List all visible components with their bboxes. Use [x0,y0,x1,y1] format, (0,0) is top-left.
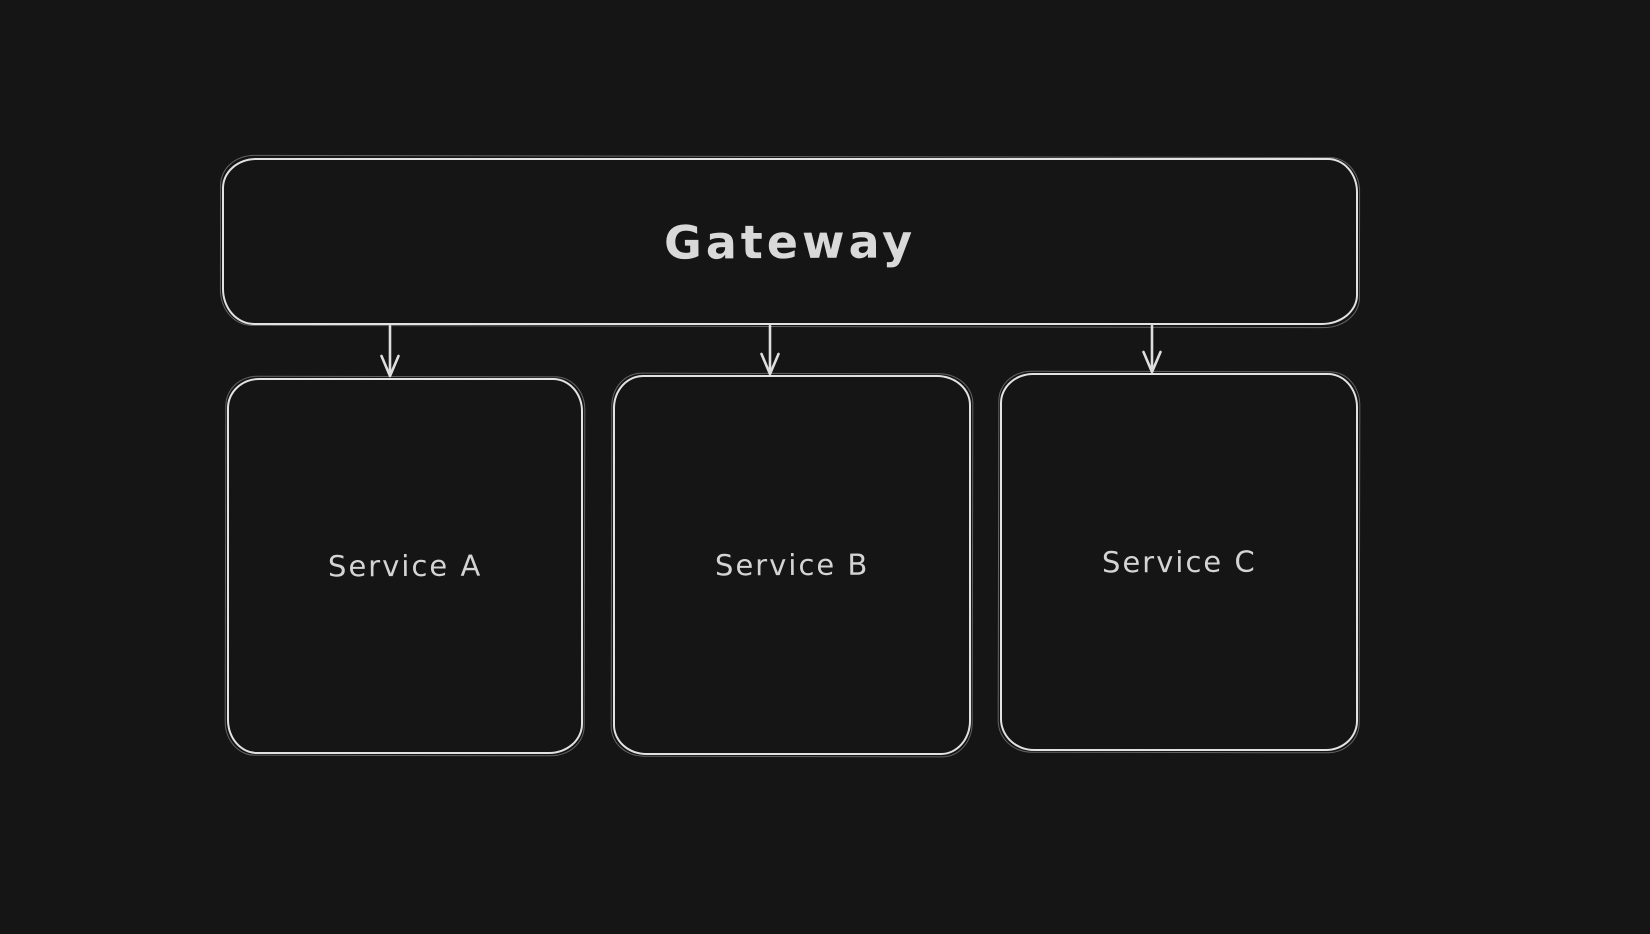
node-service-b: Service B [613,375,971,755]
arrow-gateway-to-service-b-icon [760,324,780,376]
arrow-gateway-to-service-c-icon [1142,324,1162,374]
node-gateway-label: Gateway [663,213,917,270]
node-service-c: Service C [1000,373,1358,751]
node-service-a-label: Service A [327,548,483,584]
node-service-b-label: Service B [714,547,870,583]
node-service-a: Service A [227,378,583,754]
node-gateway: Gateway [222,158,1358,325]
arrow-gateway-to-service-a-icon [380,324,400,378]
node-service-c-label: Service C [1101,544,1257,580]
